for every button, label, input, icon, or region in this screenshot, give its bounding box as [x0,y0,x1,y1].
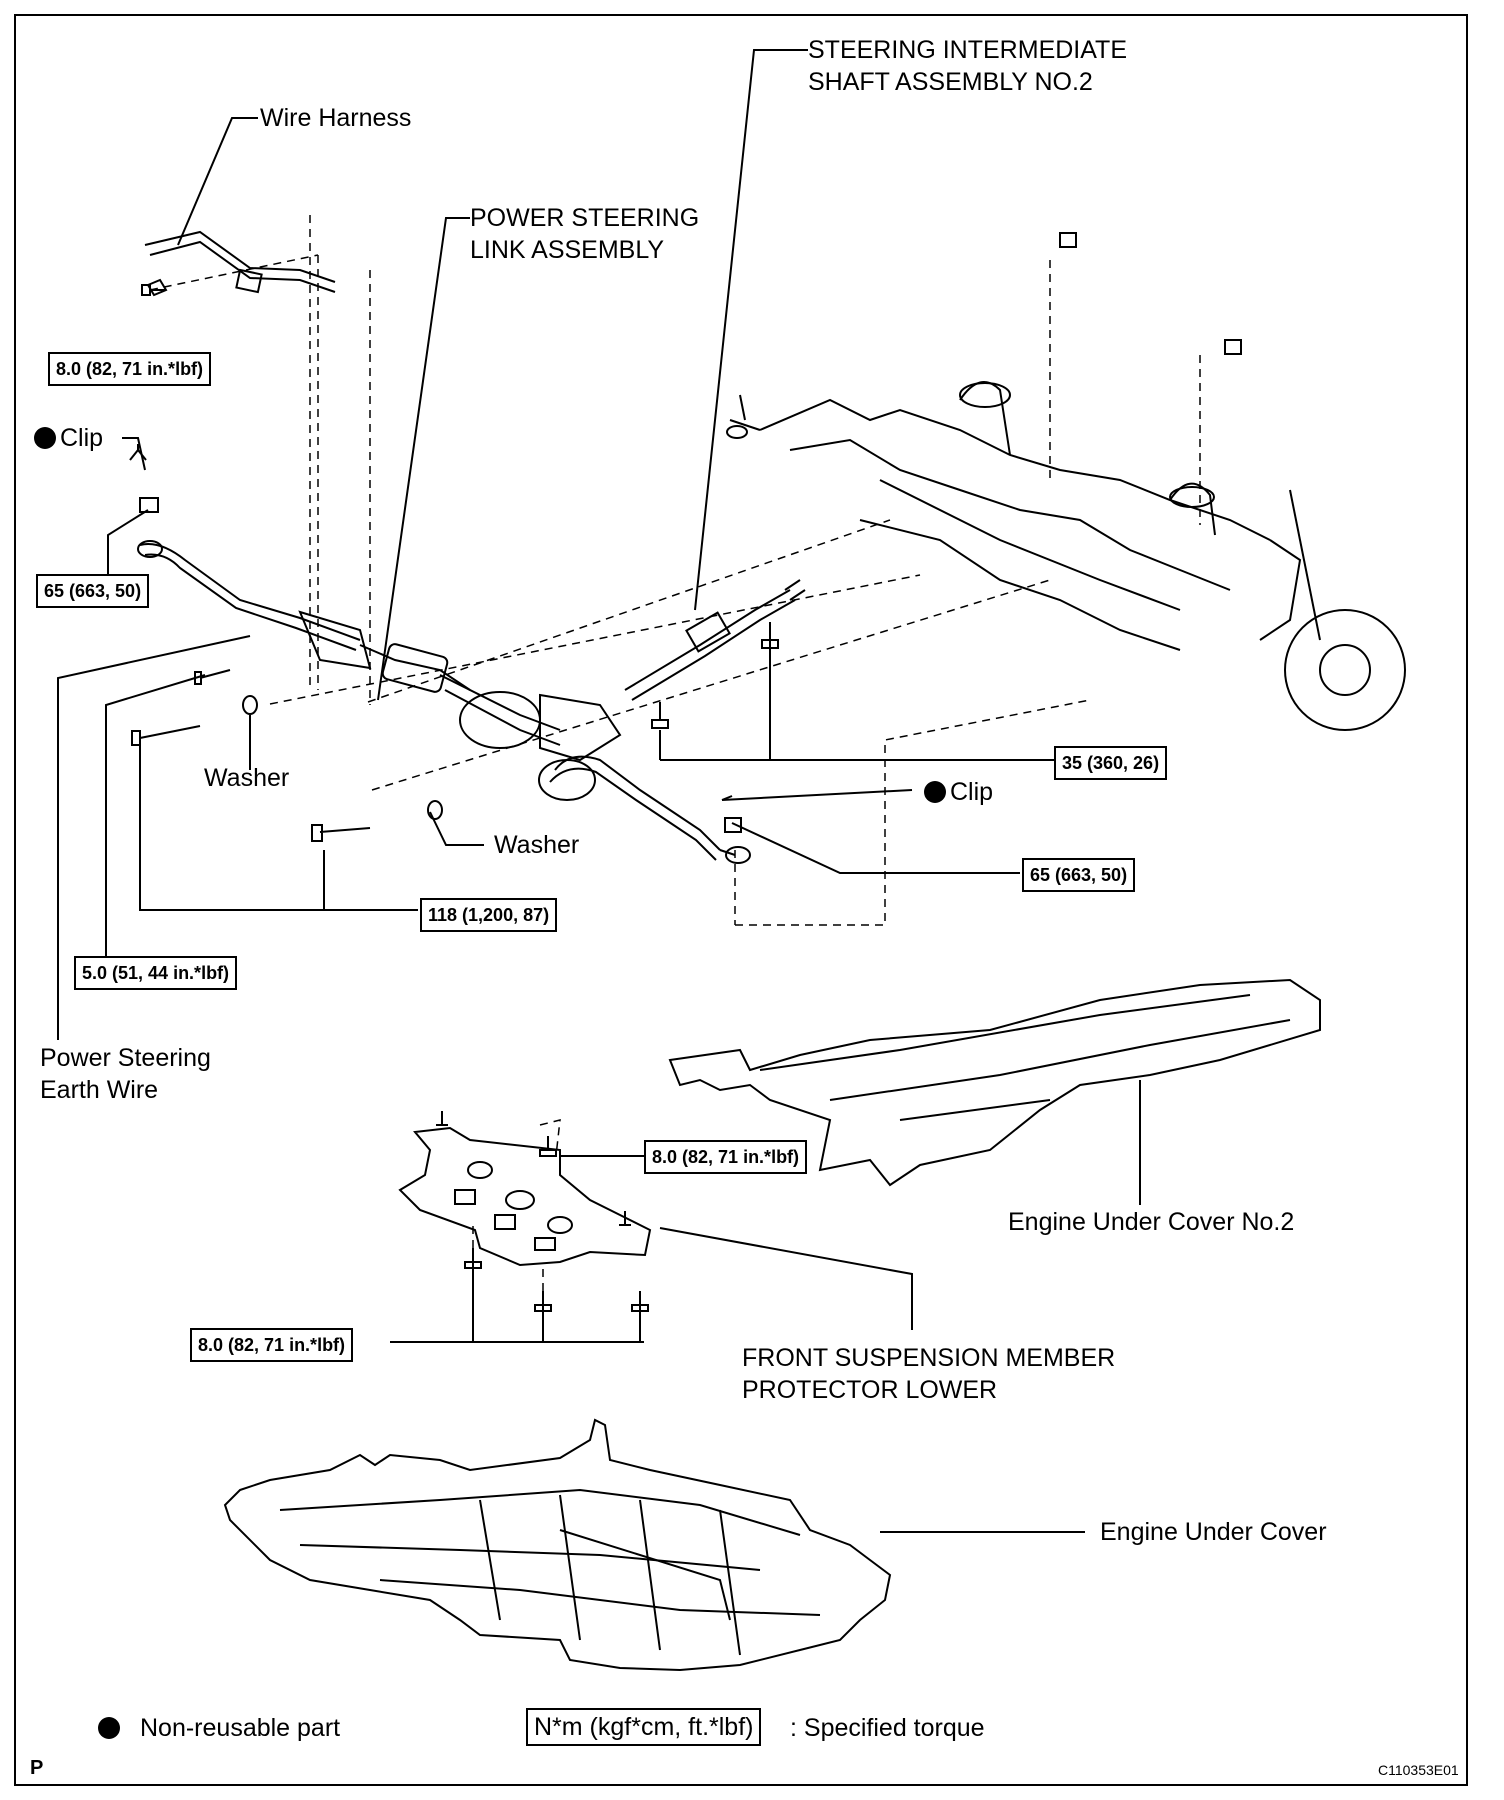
engine-under-cover-part [223,1418,892,1672]
legend-torque-unit: N*m (kgf*cm, ft.*lbf) [526,1708,762,1746]
leader-tie-nut-right [731,822,1020,874]
torque-rack-bolts: 118 (1,200, 87) [420,898,558,932]
page-mark: P [30,1757,44,1779]
leader-protector-lower [390,1262,644,1343]
clip-left-text: Clip [60,424,104,452]
leader-earth-wire [57,635,251,1040]
label-earth-wire-line2: Earth Wire [40,1076,159,1104]
torque-tie-rod-nut-right: 65 (663, 50) [1022,858,1136,892]
figure-code: C110353E01 [1378,1762,1459,1778]
label-wire-harness: Wire Harness [260,104,412,132]
non-reusable-dot-icon [98,1717,120,1739]
leader-protector [659,1227,913,1330]
label-clip-right: Clip [924,776,993,808]
suspension-member-part [726,232,1406,731]
torque-wire-harness-bolt: 8.0 (82, 71 in.*lbf) [48,352,212,386]
torque-tie-rod-nut-left: 65 (663, 50) [36,574,150,608]
torque-shaft-bolts: 35 (360, 26) [1054,746,1168,780]
non-reusable-dot-icon [34,427,56,449]
non-reusable-dot-icon [924,781,946,803]
fasteners [129,284,779,1312]
leader-clip-right [721,789,913,801]
steering-rack-part [137,540,751,864]
label-link-assembly-line2: LINK ASSEMBLY [470,236,665,264]
torque-earth-wire-bolt: 5.0 (51, 44 in.*lbf) [74,956,238,990]
torque-protector-lower-bolts: 8.0 (82, 71 in.*lbf) [190,1328,354,1362]
label-steering-shaft-line2: SHAFT ASSEMBLY NO.2 [808,68,1093,96]
legend-torque-desc: : Specified torque [790,1714,985,1742]
label-engine-cover-no2: Engine Under Cover No.2 [1008,1208,1295,1236]
label-protector-line2: PROTECTOR LOWER [742,1376,998,1404]
label-link-assembly-line1: POWER STEERING [470,204,700,232]
legend-non-reusable-text: Non-reusable part [140,1714,341,1742]
label-clip-left: Clip [34,422,103,454]
clip-right-text: Clip [950,778,994,806]
leader-link-assembly [377,217,470,701]
leader-wire-harness [177,117,258,246]
protector-lower-part [398,1111,652,1267]
leader-tie-nut-left [107,509,149,575]
diagram-frame [14,14,1468,1786]
torque-protector-upper-bolt: 8.0 (82, 71 in.*lbf) [644,1140,808,1174]
engine-under-cover-no2-part [668,978,1321,1187]
leader-clip-left [122,437,146,471]
leader-shaft-bolts [659,638,1054,761]
intermediate-shaft-part [624,579,806,701]
label-steering-shaft-line1: STEERING INTERMEDIATE [808,36,1128,64]
label-washer-center: Washer [494,831,580,859]
label-engine-cover: Engine Under Cover [1100,1518,1327,1546]
label-washer-left: Washer [204,764,290,792]
legend-non-reusable: Non-reusable part [98,1712,340,1744]
leader-washer-center [429,811,484,846]
label-earth-wire-line1: Power Steering [40,1044,211,1072]
leader-earth-bolt [105,674,206,956]
wire-harness-part [144,230,336,297]
leader-rack-bolt [139,741,418,911]
leader-steering-shaft [694,49,808,611]
label-protector-line1: FRONT SUSPENSION MEMBER [742,1344,1116,1372]
